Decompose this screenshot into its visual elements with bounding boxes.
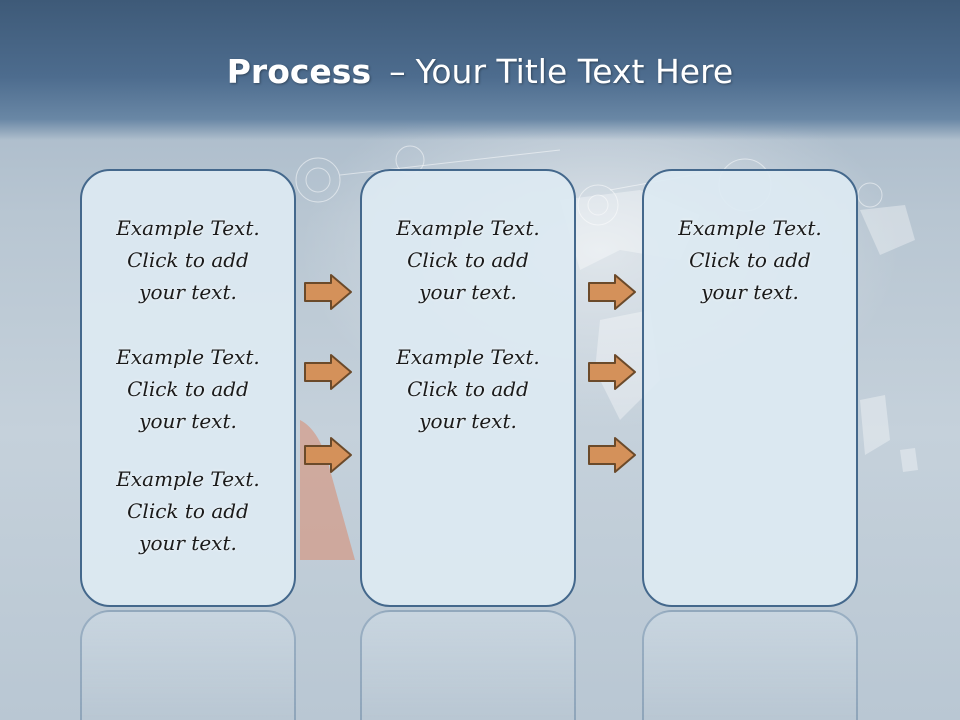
right-arrow-icon bbox=[588, 274, 636, 310]
right-arrow-icon bbox=[304, 354, 352, 390]
right-arrow-icon bbox=[304, 437, 352, 473]
text-line: your text. bbox=[139, 280, 237, 304]
text-block[interactable]: Example Text. Click to add your text. bbox=[362, 341, 574, 437]
text-line: Example Text. bbox=[116, 467, 260, 491]
slide-title: Process–Your Title Text Here bbox=[0, 52, 960, 91]
text-line: Click to add bbox=[407, 377, 529, 401]
text-block[interactable]: Example Text. Click to add your text. bbox=[362, 212, 574, 308]
title-text: Your Title Text Here bbox=[415, 52, 734, 91]
title-bold: Process bbox=[226, 52, 372, 91]
text-line: Click to add bbox=[407, 248, 529, 272]
text-block[interactable]: Example Text. Click to add your text. bbox=[82, 463, 294, 559]
text-line: Click to add bbox=[127, 377, 249, 401]
process-box-2[interactable]: Example Text. Click to add your text. Ex… bbox=[360, 169, 576, 607]
text-line: your text. bbox=[419, 409, 517, 433]
text-line: your text. bbox=[419, 280, 517, 304]
title-dash: – bbox=[389, 52, 406, 91]
text-line: Example Text. bbox=[396, 345, 540, 369]
box-reflection bbox=[360, 610, 576, 720]
text-block[interactable]: Example Text. Click to add your text. bbox=[82, 341, 294, 437]
box-reflection bbox=[642, 610, 858, 720]
text-line: your text. bbox=[701, 280, 799, 304]
text-block[interactable]: Example Text. Click to add your text. bbox=[82, 212, 294, 308]
text-line: your text. bbox=[139, 409, 237, 433]
box-reflection bbox=[80, 610, 296, 720]
process-box-1[interactable]: Example Text. Click to add your text. Ex… bbox=[80, 169, 296, 607]
text-line: Example Text. bbox=[116, 345, 260, 369]
text-line: Click to add bbox=[127, 499, 249, 523]
right-arrow-icon bbox=[304, 274, 352, 310]
text-line: your text. bbox=[139, 531, 237, 555]
text-line: Click to add bbox=[689, 248, 811, 272]
text-line: Example Text. bbox=[396, 216, 540, 240]
text-line: Example Text. bbox=[678, 216, 822, 240]
header-band bbox=[0, 0, 960, 140]
text-line: Example Text. bbox=[116, 216, 260, 240]
text-block[interactable]: Example Text. Click to add your text. bbox=[644, 212, 856, 308]
process-box-3[interactable]: Example Text. Click to add your text. bbox=[642, 169, 858, 607]
right-arrow-icon bbox=[588, 354, 636, 390]
right-arrow-icon bbox=[588, 437, 636, 473]
text-line: Click to add bbox=[127, 248, 249, 272]
